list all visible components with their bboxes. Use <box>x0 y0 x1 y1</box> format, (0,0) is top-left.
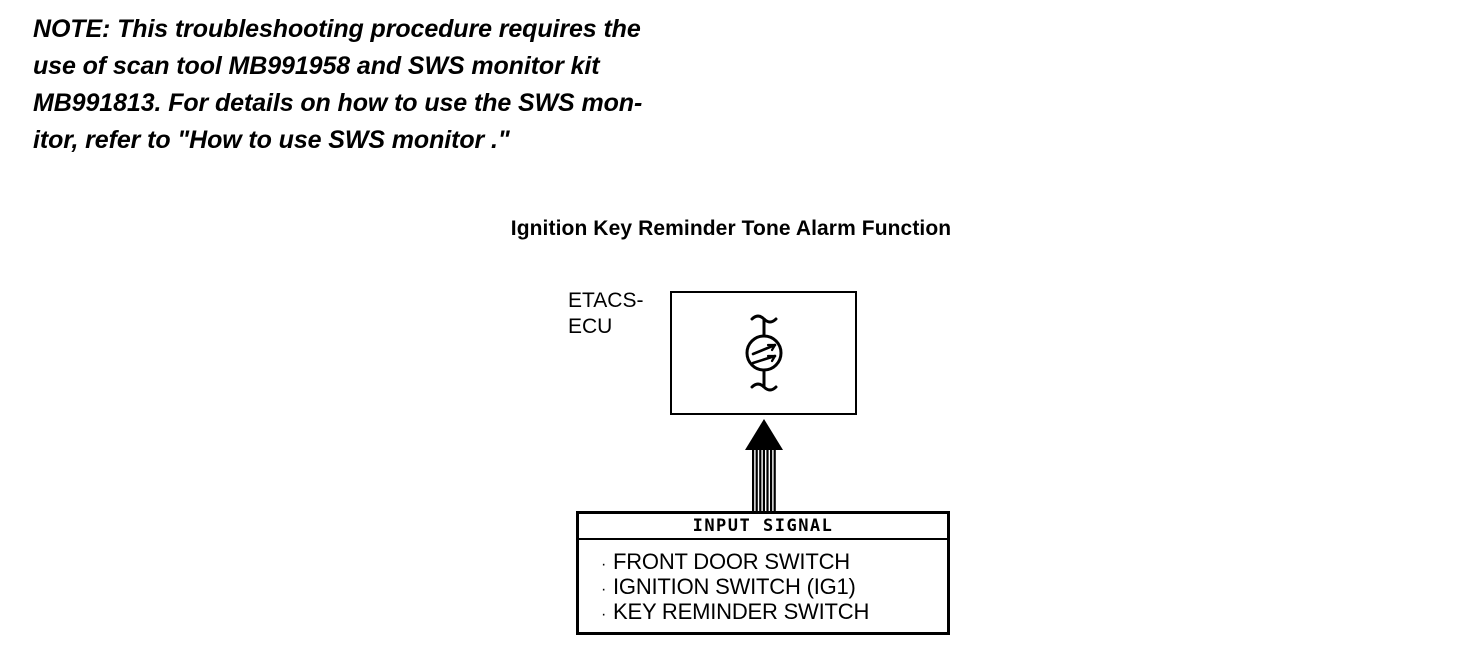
input-signal-arrow-icon <box>745 419 783 514</box>
note-block: NOTE: This troubleshooting procedure req… <box>33 11 793 159</box>
note-line-3: MB991813. For details on how to use the … <box>33 89 643 117</box>
input-signal-list: · FRONT DOOR SWITCH · IGNITION SWITCH (I… <box>579 540 947 624</box>
list-item-label: FRONT DOOR SWITCH <box>613 549 850 574</box>
diagram-title: Ignition Key Reminder Tone Alarm Functio… <box>0 217 1472 241</box>
buzzer-tone-alarm-icon <box>745 314 783 392</box>
note-line-1: NOTE: This troubleshooting procedure req… <box>33 15 641 43</box>
bullet-icon: · <box>601 556 607 573</box>
input-signal-box: INPUT SIGNAL · FRONT DOOR SWITCH · IGNIT… <box>576 511 950 635</box>
note-line-4: itor, refer to "How to use SWS monitor .… <box>33 126 510 154</box>
input-signal-header: INPUT SIGNAL <box>579 514 947 540</box>
list-item-label: KEY REMINDER SWITCH <box>613 599 870 624</box>
diagram-title-text: Ignition Key Reminder Tone Alarm Functio… <box>510 217 952 240</box>
input-signal-header-label: INPUT SIGNAL <box>692 515 834 536</box>
list-item: · KEY REMINDER SWITCH <box>601 599 947 624</box>
list-item-label: IGNITION SWITCH (IG1) <box>613 574 856 599</box>
bullet-icon: · <box>601 581 607 598</box>
note-line-2: use of scan tool MB991958 and SWS monito… <box>33 52 600 80</box>
list-item: · IGNITION SWITCH (IG1) <box>601 574 947 599</box>
list-item: · FRONT DOOR SWITCH <box>601 549 947 574</box>
ecu-label: ETACS- ECU <box>568 289 644 338</box>
bullet-icon: · <box>601 606 607 623</box>
